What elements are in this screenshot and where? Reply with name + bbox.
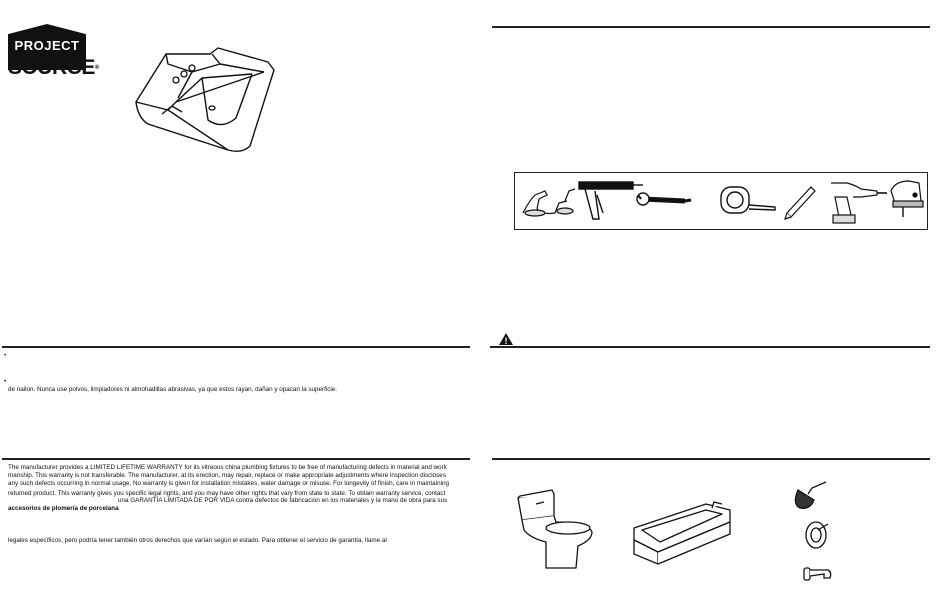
shower-valve-icon xyxy=(805,521,829,549)
bullet: • xyxy=(4,352,7,359)
warranty-text: manship. This warranty is not transferab… xyxy=(8,472,446,479)
section-divider xyxy=(2,346,470,348)
bathtub-illustration xyxy=(633,501,731,565)
logo-line2: SOURCE® xyxy=(8,56,99,79)
section-divider xyxy=(2,458,470,460)
tape-measure-icon xyxy=(720,186,776,214)
jigsaw-icon xyxy=(890,180,924,217)
pencil-icon xyxy=(784,186,816,220)
tools-strip xyxy=(522,180,924,224)
toilet-illustration xyxy=(517,489,593,569)
section-divider xyxy=(490,346,930,348)
svg-text:!: ! xyxy=(505,336,508,346)
warranty-text-es: accesorios de plomería de porcelana xyxy=(8,505,119,512)
warranty-text: returned product. This warranty gives yo… xyxy=(8,490,446,497)
caulk-gun-icon xyxy=(578,181,643,220)
warranty-text: The manufacturer provides a LIMITED LIFE… xyxy=(8,464,447,471)
bullet: • xyxy=(4,378,7,385)
section-divider xyxy=(492,458,930,460)
warning-triangle-icon: ! xyxy=(499,333,513,346)
faucet-icon xyxy=(522,188,576,217)
care-text-es: de nailon. Nunca use polvos, limpiadores… xyxy=(8,386,338,393)
section-divider xyxy=(492,26,930,28)
tools-needed-box xyxy=(514,172,928,230)
warranty-text-es: una GARANTÍA LIMITADA DE POR VIDA contra… xyxy=(118,497,448,504)
bathroom-sink-illustration xyxy=(135,47,275,153)
cordless-drill-icon xyxy=(831,182,887,224)
showerhead-icon xyxy=(794,481,827,509)
tub-spout-icon xyxy=(803,567,832,581)
warranty-text: any such defects occurring in normal usa… xyxy=(8,480,449,487)
logo-line1: PROJECT xyxy=(14,38,80,53)
adjustable-wrench-icon xyxy=(636,192,692,206)
logo-house-shape xyxy=(8,24,86,70)
brand-logo: PROJECT SOURCE® xyxy=(8,24,99,82)
warranty-text-es: legales específicos, pero podría tener t… xyxy=(8,537,387,544)
